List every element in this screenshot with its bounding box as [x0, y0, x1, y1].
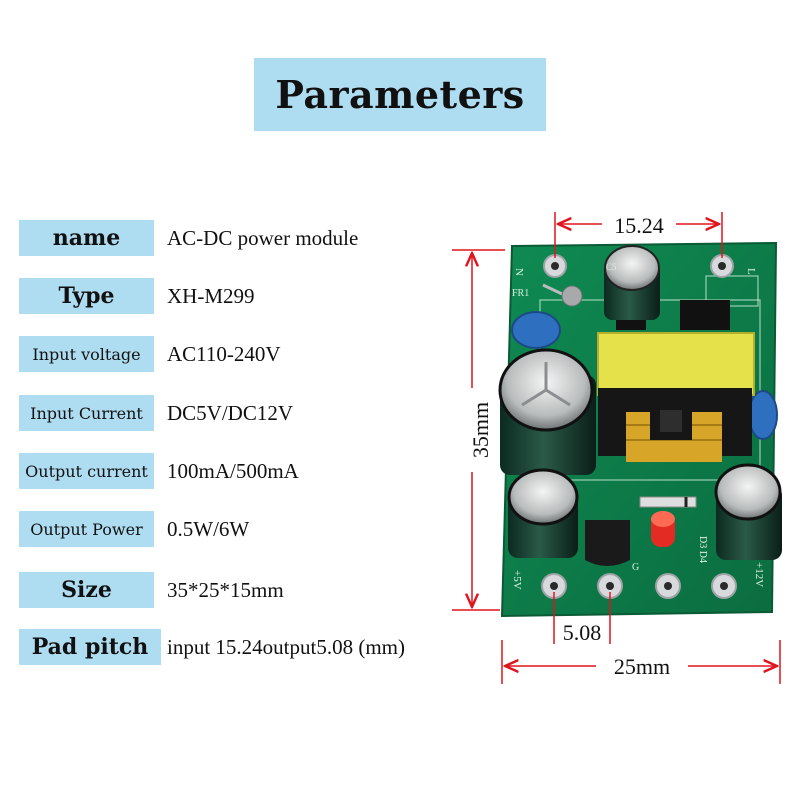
capacitor-left-output	[507, 468, 579, 558]
capacitor-top: C5	[604, 245, 660, 320]
param-label: Output current	[19, 453, 154, 489]
dimension-top: 15.24	[554, 212, 723, 258]
dimension-width: 25mm	[501, 640, 781, 684]
pad-l	[710, 254, 734, 278]
param-label: Size	[19, 572, 154, 608]
regulator	[585, 520, 630, 566]
param-label: Input voltage	[19, 336, 154, 372]
board-label-g: G	[632, 562, 639, 573]
dimension-height-label: 35mm	[468, 402, 493, 458]
page-title: Parameters	[275, 72, 525, 117]
board-label-plus12v: +12V	[753, 562, 765, 587]
board-label-n: N	[513, 268, 525, 276]
board-label-l: L	[745, 268, 757, 275]
param-label: Output Power	[19, 511, 154, 547]
param-value: input 15.24output5.08 (mm)	[167, 634, 405, 659]
dimension-height: 35mm	[452, 249, 505, 611]
capacitor-main	[498, 348, 596, 475]
dimension-pitch-label: 5.08	[563, 620, 602, 645]
diode	[639, 496, 697, 508]
param-label: Type	[19, 278, 154, 314]
title-banner: Parameters	[254, 58, 546, 131]
param-label: Pad pitch	[19, 629, 161, 665]
board-label-c5: C5	[606, 262, 617, 272]
output-pads	[541, 573, 737, 599]
capacitor-right-output	[714, 463, 782, 560]
param-value: 100mA/500mA	[167, 458, 299, 483]
dimension-top-label: 15.24	[614, 213, 664, 238]
param-label: name	[19, 220, 154, 256]
fuse-resistor	[542, 283, 583, 307]
led-red	[651, 511, 675, 547]
x-capacitor-right	[748, 390, 778, 440]
param-value: AC110-240V	[167, 341, 281, 366]
param-value: 0.5W/6W	[167, 516, 250, 541]
param-value: 35*25*15mm	[167, 577, 284, 602]
dimension-width-label: 25mm	[614, 654, 670, 679]
pad-n	[543, 254, 567, 278]
param-value: DC5V/DC12V	[167, 400, 294, 425]
x-capacitor-left	[511, 311, 561, 349]
param-label: Input Current	[19, 395, 154, 431]
dimension-pitch: 5.08	[553, 592, 611, 645]
transformer	[597, 332, 755, 462]
board-label-d3d4: D3 D4	[697, 536, 708, 563]
board-label-plus5v: +5V	[511, 570, 523, 590]
param-value: XH-M299	[167, 283, 255, 308]
board-label-fr1: FR1	[512, 288, 529, 299]
param-value: AC-DC power module	[167, 225, 359, 250]
